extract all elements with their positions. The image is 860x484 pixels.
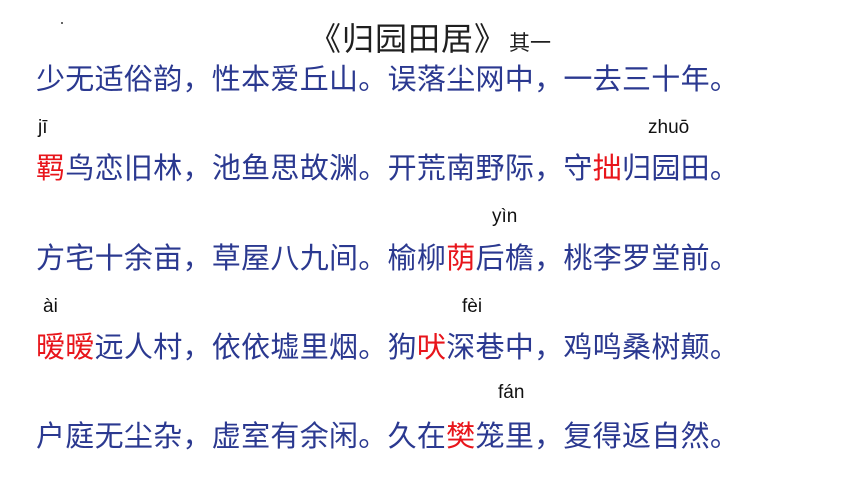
highlighted-character: 拙: [592, 151, 623, 185]
poem-text: 远人村，依依墟里烟。狗: [94, 330, 417, 364]
poem-title-main: 《归园田居》: [308, 20, 507, 58]
pinyin-ai: ài: [43, 296, 58, 317]
pinyin-yin: yìn: [492, 206, 518, 227]
highlighted-character: 樊: [446, 419, 476, 453]
pinyin-fei: fèi: [462, 296, 483, 317]
poem-text: 鸟恋旧林，池鱼思故渊。开荒南野际，守: [65, 151, 593, 185]
poem-text: 户庭无尘杂，虚室有余闲。久在: [36, 419, 447, 453]
poem-line-1: 少无适俗韵，性本爱丘山。误落尘网中，一去三十年。: [36, 56, 739, 98]
highlighted-character: 羁: [36, 151, 66, 185]
poem-title-sub: 其一: [509, 31, 551, 55]
poem-line-5: 户庭无尘杂，虚室有余闲。久在樊笼里，复得返自然。: [36, 413, 739, 455]
poem-line-2: 羁鸟恋旧林，池鱼思故渊。开荒南野际，守拙归园田。: [36, 145, 739, 187]
decorative-dot: [61, 22, 63, 24]
pinyin-fan: fán: [498, 382, 525, 403]
poem-line-4: 暧暧远人村，依依墟里烟。狗吠深巷中，鸡鸣桑树颠。: [36, 324, 739, 366]
poem-text: 笼里，复得返自然。: [475, 419, 740, 453]
poem-title: 《归园田居》其一: [0, 14, 860, 60]
poem-text: 少无适俗韵，性本爱丘山。误落尘网中，一去三十年。: [36, 62, 740, 96]
poem-text: 归园田。: [622, 151, 740, 185]
highlighted-character: 暧暧: [36, 330, 95, 364]
poem-text: 深巷中，鸡鸣桑树颠。: [446, 330, 740, 364]
pinyin-ji: jī: [38, 117, 48, 138]
poem-line-3: 方宅十余亩，草屋八九间。榆柳荫后檐，桃李罗堂前。: [36, 235, 739, 277]
highlighted-character: 荫: [446, 241, 476, 275]
poem-text: 方宅十余亩，草屋八九间。榆柳: [36, 241, 447, 275]
poem-text: 后檐，桃李罗堂前。: [475, 241, 740, 275]
highlighted-character: 吠: [416, 330, 447, 364]
pinyin-zhuo: zhuō: [648, 117, 690, 138]
